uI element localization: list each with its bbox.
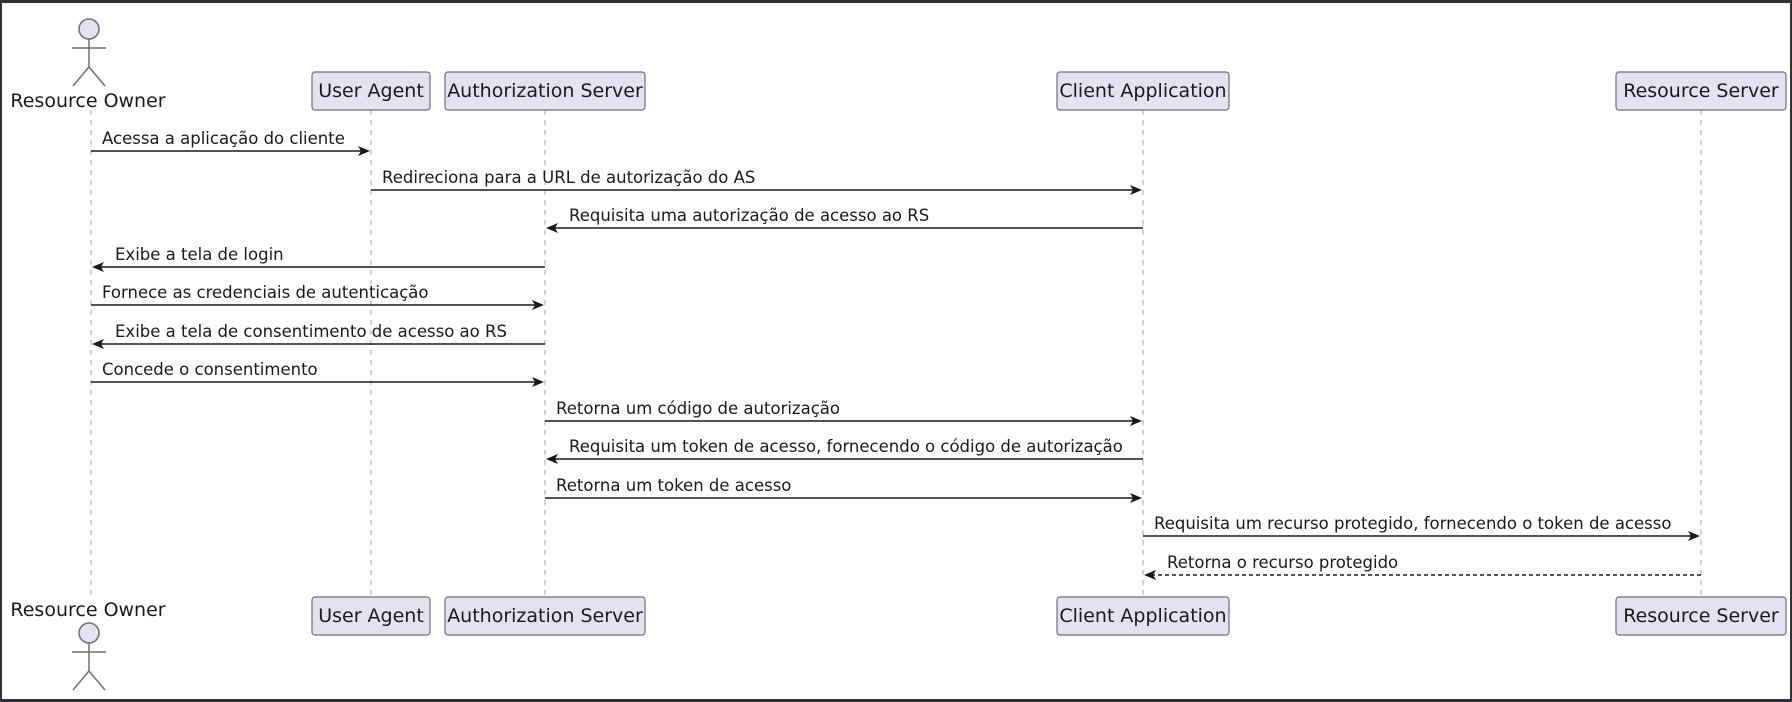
participant-label-bottom-as: Authorization Server [447,605,643,627]
message-arrowhead [532,300,544,310]
message-arrowhead [1688,531,1700,541]
message-arrowhead [1130,493,1142,503]
actor-icon-bottom [72,622,106,691]
message-label: Exibe a tela de login [115,245,284,264]
participant-label-bottom-ro: Resource Owner [10,599,165,621]
participant-box-bottom-rs [1615,596,1787,636]
participant-box-top-as [444,71,646,111]
message-arrowhead [1130,416,1142,426]
participant-label-top-ro: Resource Owner [10,90,165,112]
message-11: Requisita um recurso protegido, fornecen… [1143,514,1700,541]
message-label: Concede o consentimento [102,360,318,379]
message-arrowhead [1144,570,1156,580]
message-3: Requisita uma autorização de acesso ao R… [546,206,1143,233]
message-arrowhead [546,454,558,464]
message-label: Requisita uma autorização de acesso ao R… [569,206,929,225]
message-4: Exibe a tela de login [92,245,545,272]
actor-icon-top [72,18,106,87]
message-label: Retorna um código de autorização [556,399,840,418]
participant-box-top-rs [1615,71,1787,111]
participant-label-bottom-ca: Client Application [1059,605,1226,627]
message-arrowhead [532,377,544,387]
participant-box-top-ca [1056,71,1230,111]
message-5: Fornece as credenciais de autenticação [91,283,544,310]
participant-label-bottom-ua: User Agent [318,605,424,627]
message-arrowhead [92,339,104,349]
message-7: Concede o consentimento [91,360,544,387]
message-label: Redireciona para a URL de autorização do… [382,168,755,187]
message-10: Retorna um token de acesso [545,476,1142,503]
message-arrowhead [92,262,104,272]
message-9: Requisita um token de acesso, fornecendo… [546,437,1143,464]
message-label: Requisita um token de acesso, fornecendo… [569,437,1123,456]
participant-box-bottom-as [444,596,646,636]
message-8: Retorna um código de autorização [545,399,1142,426]
message-label: Retorna o recurso protegido [1167,553,1398,572]
message-1: Acessa a aplicação do cliente [91,129,370,156]
message-label: Fornece as credenciais de autenticação [102,283,428,302]
participant-label-top-rs: Resource Server [1623,80,1779,102]
message-label: Retorna um token de acesso [556,476,791,495]
participant-box-bottom-ua [311,596,431,636]
participant-box-top-ua [311,71,431,111]
message-12: Retorna o recurso protegido [1144,553,1701,580]
participant-box-bottom-ca [1056,596,1230,636]
message-arrowhead [546,223,558,233]
message-6: Exibe a tela de consentimento de acesso … [92,322,545,349]
participant-label-top-ca: Client Application [1059,80,1226,102]
message-label: Requisita um recurso protegido, fornecen… [1154,514,1671,533]
participant-label-bottom-rs: Resource Server [1623,605,1779,627]
participant-label-top-ua: User Agent [318,80,424,102]
message-label: Acessa a aplicação do cliente [102,129,345,148]
message-arrowhead [1130,185,1142,195]
message-label: Exibe a tela de consentimento de acesso … [115,322,507,341]
participant-label-top-as: Authorization Server [447,80,643,102]
message-2: Redireciona para a URL de autorização do… [371,168,1142,195]
message-arrowhead [358,146,370,156]
